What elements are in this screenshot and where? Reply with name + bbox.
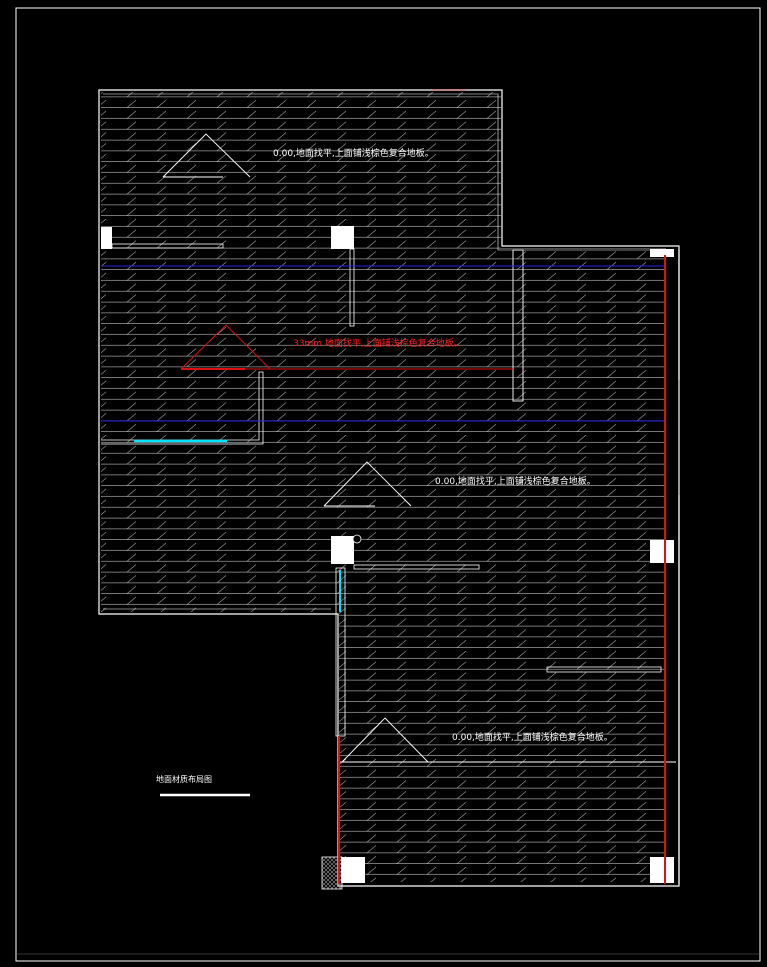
- column: [331, 536, 354, 564]
- partition-horizontal-middle: [353, 564, 480, 570]
- column-detail: [352, 534, 362, 544]
- label-middle-room: 0.00,地面找平,上面铺浅棕色复合地板。: [435, 475, 596, 487]
- drawing-title: 地面材质布局图: [156, 774, 212, 784]
- column: [650, 857, 674, 883]
- top-edge-mark: [432, 89, 466, 91]
- column: [341, 857, 365, 883]
- outer-wall: [98, 89, 680, 887]
- hatched-column: [321, 856, 343, 890]
- elevation-marker: [323, 461, 412, 507]
- partition-short-right: [546, 666, 662, 673]
- elevation-marker-red: [180, 324, 271, 370]
- elevation-marker: [341, 717, 429, 763]
- column: [331, 226, 354, 249]
- label-lower-room: 0.00,地面找平,上面铺浅棕色复合地板。: [452, 731, 613, 743]
- drawing-frame: [15, 7, 761, 962]
- elevation-marker: [162, 133, 251, 178]
- partition-small-room: [101, 371, 264, 445]
- floor-hatching: [101, 92, 666, 882]
- partition-vertical-right: [512, 249, 524, 402]
- partition-vertical-lower: [335, 567, 346, 737]
- column: [650, 249, 674, 257]
- label-upper-room: 0.00,地面找平,上面铺浅棕色复合地板。: [273, 147, 434, 159]
- partition-upper-left: [111, 243, 224, 249]
- column: [650, 540, 674, 563]
- label-raised-strip: 33mm 地面找平,上面铺浅棕色复合地板。: [293, 337, 463, 349]
- partition-vertical-center: [349, 248, 355, 327]
- inner-wall: [103, 93, 664, 251]
- column: [101, 227, 112, 249]
